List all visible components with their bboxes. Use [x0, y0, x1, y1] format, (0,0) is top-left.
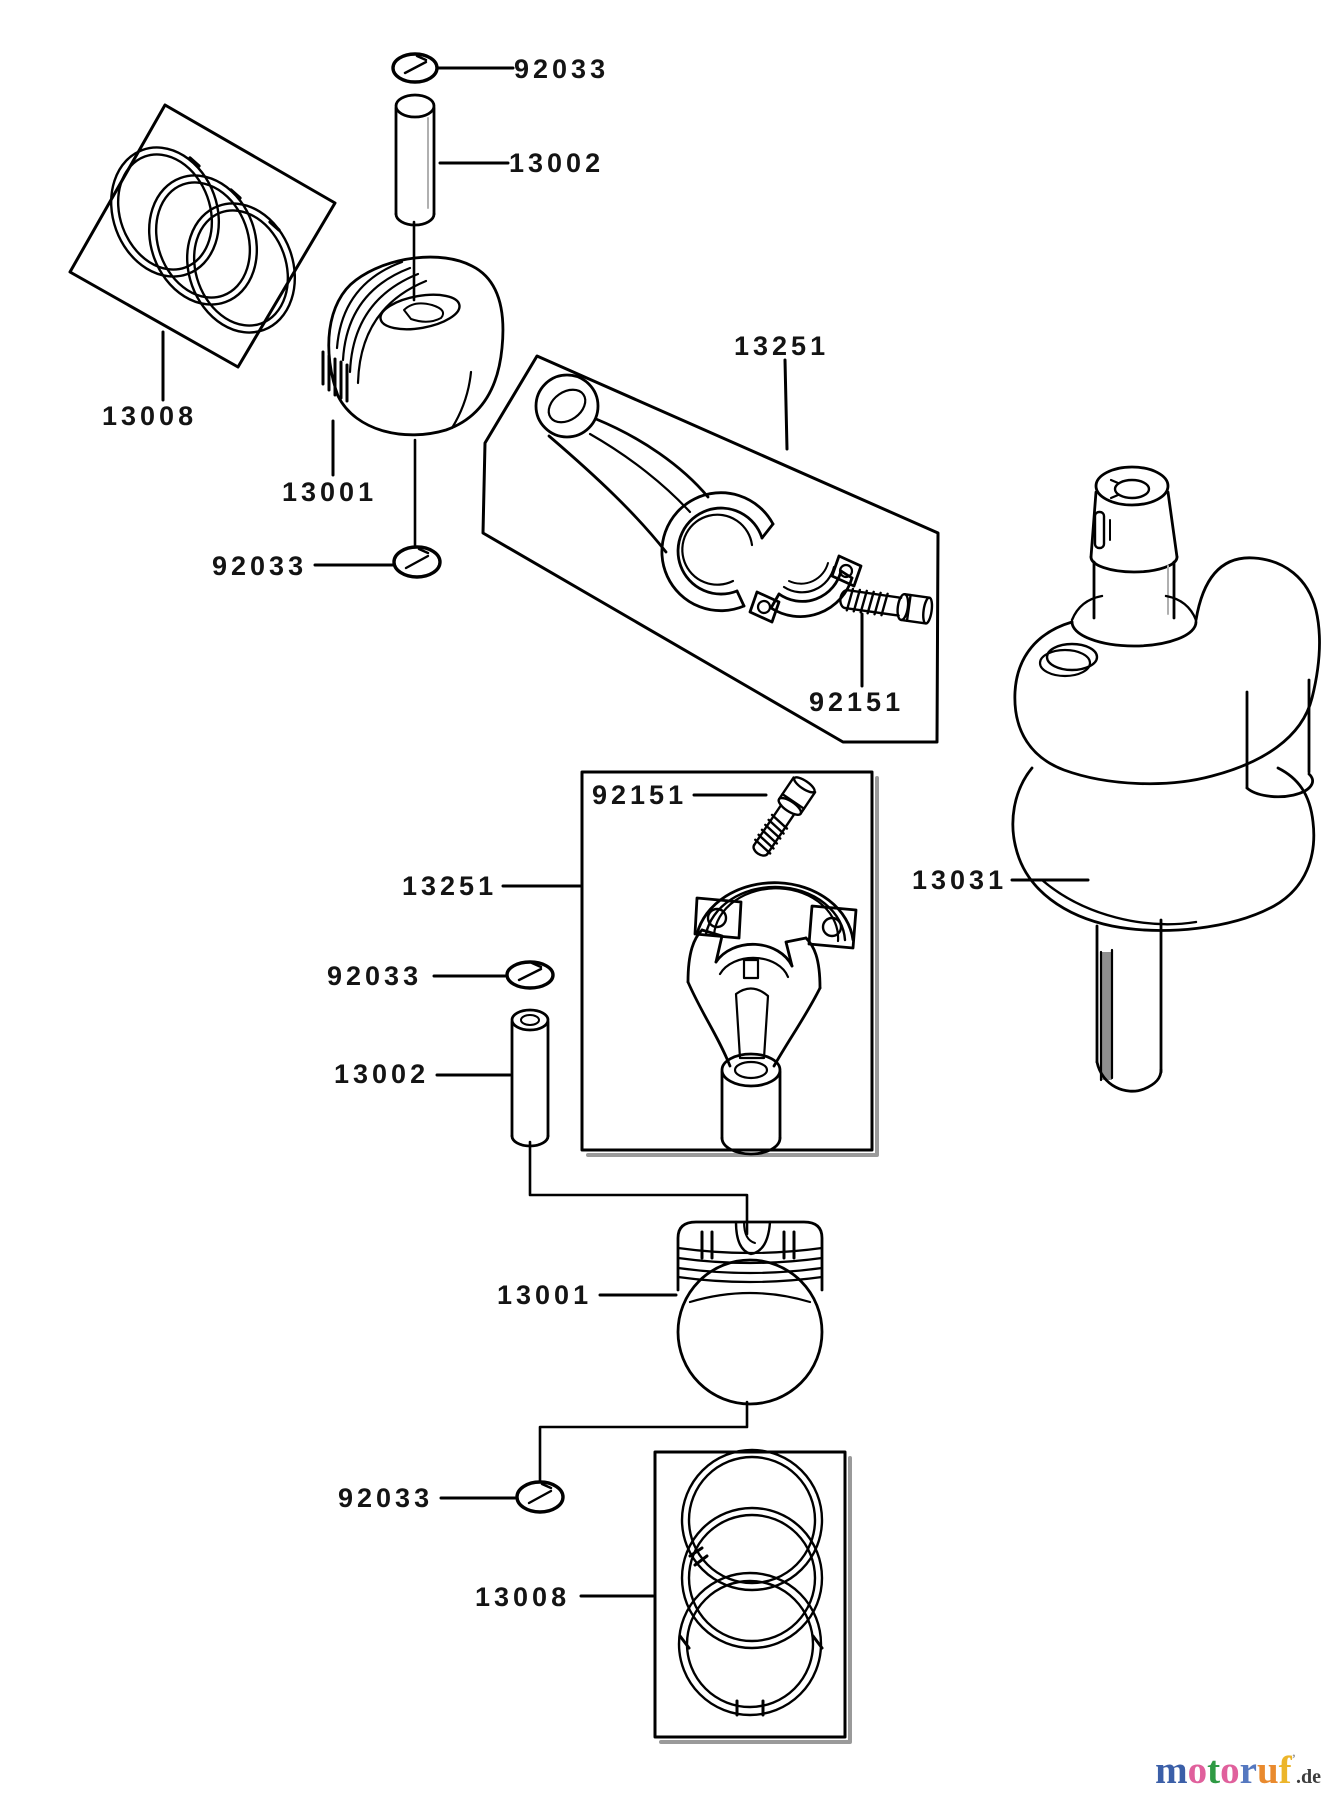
- piston-rings-bottom: [677, 1448, 824, 1717]
- part-label-92151-upper[interactable]: 92151: [809, 687, 905, 717]
- part-label-13002-lower[interactable]: 13002: [334, 1059, 430, 1089]
- part-label-92033-second[interactable]: 92033: [212, 551, 308, 581]
- part-label-92033-top[interactable]: 92033: [514, 54, 610, 84]
- part-label-13008-top[interactable]: 13008: [102, 401, 198, 431]
- circlip-top: [391, 52, 439, 84]
- part-label-13251-lower[interactable]: 13251: [402, 871, 498, 901]
- piston-pin-top: [394, 93, 436, 227]
- part-label-13002-top[interactable]: 13002: [509, 148, 605, 178]
- watermark-letter: u: [1256, 1749, 1279, 1792]
- crankshaft: [1011, 465, 1321, 1093]
- watermark-letter: t: [1207, 1749, 1221, 1792]
- part-label-13001-top[interactable]: 13001: [282, 477, 378, 507]
- watermark-letter: m: [1155, 1749, 1188, 1792]
- piston-lower: [676, 1220, 824, 1406]
- piston-rings-top: [109, 146, 297, 334]
- watermark-letter: r: [1239, 1749, 1257, 1792]
- watermark-tld: .de: [1296, 1766, 1321, 1788]
- part-label-92033-third[interactable]: 92033: [327, 961, 423, 991]
- circlip-second: [392, 545, 442, 579]
- watermark-logo[interactable]: motoruf’.de: [1155, 1750, 1321, 1798]
- part-label-13008-bottom[interactable]: 13008: [475, 1582, 571, 1612]
- piston-top: [321, 255, 505, 437]
- circlip-bottom: [515, 1480, 565, 1514]
- rod-cap-upper: [748, 554, 863, 624]
- part-label-13031[interactable]: 13031: [912, 865, 1008, 895]
- watermark-trademark-mark: ’: [1291, 1751, 1296, 1766]
- piston-ring-set-box-top: [68, 103, 337, 369]
- circlip-third: [505, 960, 555, 990]
- piston-pin-lower: [510, 1008, 550, 1148]
- rod-bolt-upper: [839, 587, 934, 625]
- rod-bolt-lower: [752, 776, 817, 857]
- watermark-letter: o: [1220, 1749, 1240, 1792]
- connecting-rod-lower: [686, 928, 822, 1156]
- connecting-rod-box-lower: [580, 770, 879, 1157]
- watermark-letter: o: [1187, 1749, 1208, 1792]
- rod-cap-lower: [693, 881, 858, 950]
- part-label-13251-upper[interactable]: 13251: [734, 331, 830, 361]
- part-label-92151-lower[interactable]: 92151: [592, 780, 688, 810]
- watermark-letter: f: [1278, 1749, 1292, 1792]
- part-label-13001-lower[interactable]: 13001: [497, 1280, 593, 1310]
- connecting-rod-upper: [534, 373, 775, 613]
- connecting-rod-box-upper: [481, 354, 940, 744]
- piston-ring-set-box-bottom: [653, 1448, 852, 1744]
- part-label-92033-bottom[interactable]: 92033: [338, 1483, 434, 1513]
- leader-lines: [161, 66, 1090, 1598]
